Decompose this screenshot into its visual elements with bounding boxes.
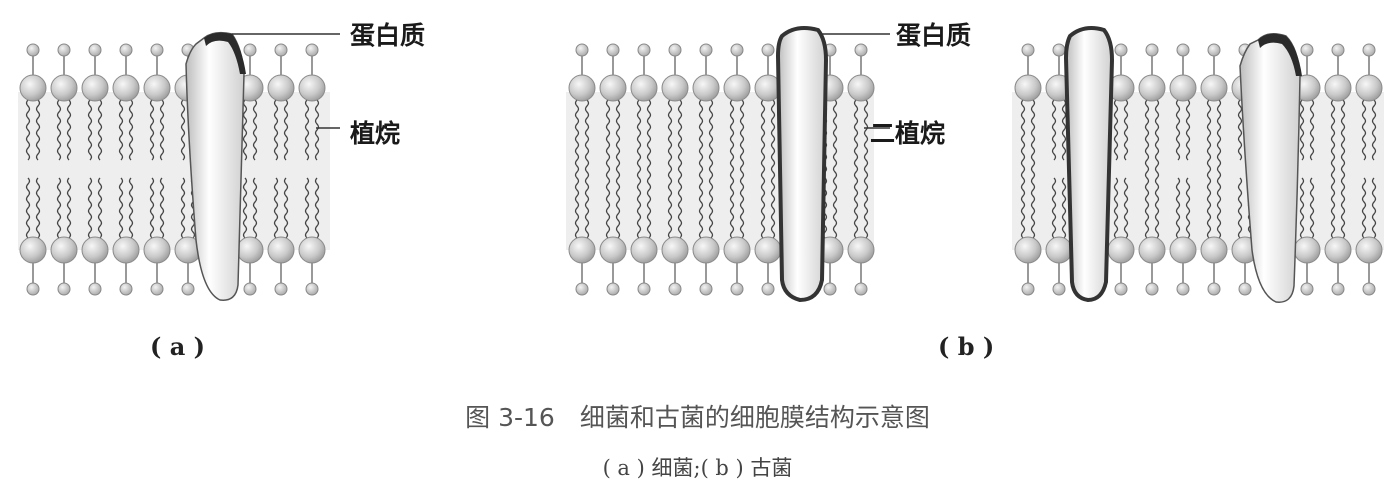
phospholipid [661,43,689,296]
panel-b-membrane-right [1012,26,1384,303]
phospholipid [143,43,171,296]
phospholipid [81,43,109,296]
panel-b-membrane-left [566,26,890,303]
phospholipid [723,43,751,296]
phospholipid [112,43,140,296]
panel-b-protein-1 [775,26,829,303]
panel-a-membrane [18,31,340,301]
protein-label-a: 蛋白质 [350,21,426,50]
phospholipid [630,43,658,296]
membrane-band [566,92,874,250]
phospholipid [754,43,782,296]
phospholipid [1293,43,1321,296]
phospholipid [1169,43,1197,296]
panel-a-label: ( a ) [150,332,205,361]
membrane-band [18,92,330,250]
phospholipid [599,43,627,296]
phospholipid [568,43,596,296]
lipid-label-a: 植烷 [350,119,401,148]
panel-a-protein [185,31,246,301]
panel-b-protein-3 [1239,33,1302,303]
phospholipid [19,43,47,296]
phospholipid [847,43,875,296]
phospholipid [267,43,295,296]
figure-caption-subtitle: ( a ) 细菌;( b ) 古菌 [602,456,793,480]
phospholipid [692,43,720,296]
phospholipid [1138,43,1166,296]
figure-caption-title: 图 3-16 细菌和古菌的细胞膜结构示意图 [465,403,930,432]
phospholipid [50,43,78,296]
phospholipid [298,43,326,296]
phospholipid [1355,43,1383,296]
phospholipid [1200,43,1228,296]
protein-label-b: 蛋白质 [896,21,972,50]
phospholipid [1324,43,1352,296]
phospholipid [1014,43,1042,296]
panel-b-label: ( b ) [938,332,995,361]
lipid-label-b: 二植烷 [870,119,946,148]
panel-b-protein-2 [1063,26,1115,303]
